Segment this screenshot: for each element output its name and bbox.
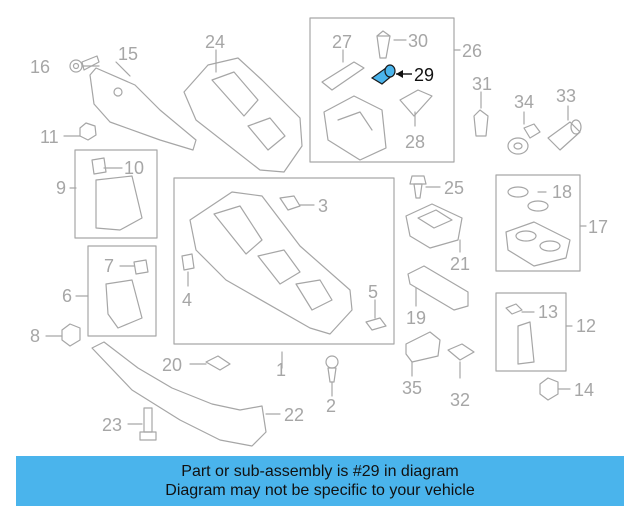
part-26-tray — [323, 95, 387, 161]
callout-14: 14 — [574, 380, 594, 400]
callout-11: 11 — [40, 127, 59, 147]
leader-lines — [45, 39, 587, 425]
callout-20: 20 — [162, 355, 182, 375]
group-box-1 — [173, 177, 395, 345]
part-7-clip — [133, 259, 149, 275]
callout-2: 2 — [326, 396, 336, 416]
part-10-clip — [91, 157, 107, 175]
part-6-bracket — [105, 279, 143, 329]
part-3-clip — [279, 195, 301, 211]
part-35-lid — [405, 331, 441, 363]
part-13-clip — [505, 303, 523, 315]
callout-28: 28 — [405, 132, 425, 152]
part-32-pad — [447, 343, 475, 361]
banner-line-2: Diagram may not be specific to your vehi… — [165, 482, 475, 499]
callout-10: 10 — [124, 158, 144, 178]
part-25-bolt — [409, 175, 427, 199]
part-12-bracket — [517, 321, 535, 365]
callout-32: 32 — [450, 390, 470, 410]
callout-30: 30 — [408, 31, 428, 51]
part-28-pad — [399, 89, 433, 117]
parts-diagram: 16 15 11 24 27 30 26 29 31 34 33 28 10 9… — [30, 17, 608, 447]
part-15-clip-hole — [113, 87, 123, 97]
part-30-clip — [376, 30, 391, 59]
banner-line-1: Part or sub-assembly is #29 in diagram — [181, 463, 459, 480]
callout-5: 5 — [368, 282, 378, 302]
part-21-detail — [417, 209, 453, 229]
callout-34: 34 — [514, 92, 534, 112]
part-1-main-console — [189, 191, 353, 335]
part-24-upper-console — [183, 57, 303, 173]
part-8-nut — [61, 323, 81, 347]
part-21-tray — [405, 203, 463, 249]
part-5-clip — [365, 317, 387, 331]
callout-13: 13 — [538, 302, 558, 322]
part-14-nut — [539, 377, 559, 401]
callout-1: 1 — [276, 360, 286, 380]
callout-23: 23 — [102, 415, 122, 435]
callout-18: 18 — [552, 182, 572, 202]
callout-4: 4 — [182, 290, 192, 310]
part-34-socket — [507, 123, 541, 155]
part-17-cup-holder — [505, 221, 571, 267]
arrow-29 — [396, 70, 403, 78]
part-23-bolt — [139, 407, 157, 441]
callout-29[interactable]: 29 — [414, 65, 434, 85]
group-box-9 — [74, 149, 158, 239]
group-box-12 — [495, 292, 567, 372]
callout-3: 3 — [318, 196, 328, 216]
callout-27: 27 — [332, 32, 352, 52]
callout-25: 25 — [444, 178, 464, 198]
part-4-clip — [181, 253, 195, 271]
part-18-gasket — [507, 186, 549, 212]
part-22-rail — [91, 341, 267, 447]
part-9-bracket — [95, 175, 143, 231]
part-33-socket — [547, 119, 582, 151]
callout-7: 7 — [104, 256, 114, 276]
callout-26: 26 — [462, 41, 482, 61]
part-11-nut — [79, 122, 97, 141]
info-banner: Part or sub-assembly is #29 in diagram D… — [16, 456, 624, 506]
part-19-mat — [407, 265, 469, 311]
part-2-bolt — [325, 355, 339, 383]
callout-15: 15 — [118, 44, 138, 64]
callout-31: 31 — [472, 74, 492, 94]
callout-16: 16 — [30, 57, 50, 77]
callout-33: 33 — [556, 86, 576, 106]
group-box-26 — [309, 17, 455, 163]
callout-35: 35 — [402, 378, 422, 398]
group-box-17 — [495, 174, 581, 272]
part-29-highlighted[interactable] — [370, 64, 396, 85]
callout-9: 9 — [56, 178, 66, 198]
part-26-detail — [337, 111, 373, 131]
callout-22: 22 — [284, 405, 304, 425]
callout-21: 21 — [450, 254, 470, 274]
callout-24: 24 — [205, 32, 225, 52]
callout-12: 12 — [576, 316, 596, 336]
part-31-clip — [473, 109, 489, 137]
part-27-pad — [321, 61, 365, 91]
part-20-pad — [205, 355, 231, 371]
part-15-side-trim — [89, 67, 197, 151]
callout-6: 6 — [62, 286, 72, 306]
callout-8: 8 — [30, 326, 40, 346]
callout-19: 19 — [406, 308, 426, 328]
group-box-6 — [87, 245, 157, 337]
callout-17: 17 — [588, 217, 608, 237]
